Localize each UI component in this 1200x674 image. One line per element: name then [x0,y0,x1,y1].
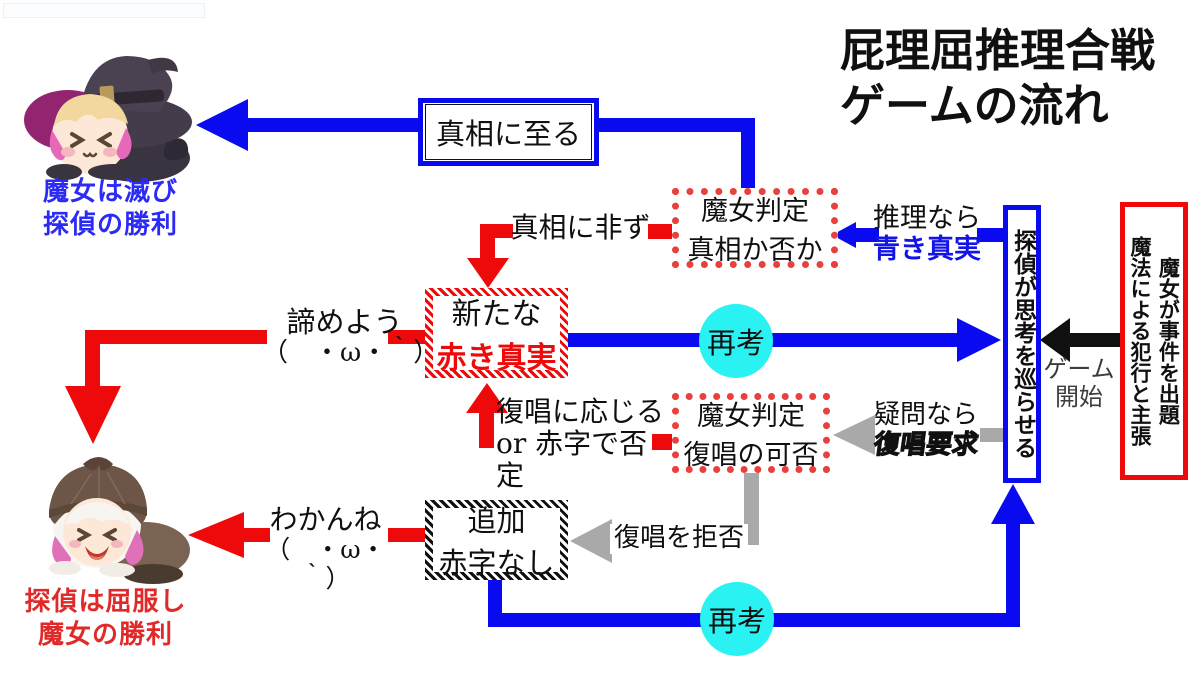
node-judge-truth-line1: 魔女判定 [701,196,809,227]
detective-illustration [25,440,195,592]
arrowhead-to-add-no-red [570,519,612,563]
witch-caption-line1: 魔女は滅び [42,177,178,207]
arrowhead-to-new-red-truth-top [467,258,509,288]
witch-caption: 魔女は滅び 探偵の勝利 [28,176,193,241]
arrowhead-to-detective-side [188,512,244,558]
label-give-up-kaomoji: （ ・ω・｀） [262,338,440,369]
node-new-red-truth-line1: 新たな [451,297,542,332]
witch-svg [24,56,192,182]
node-witch-claims: 魔女が事件を出題 魔法による犯行と主張 [1120,202,1188,480]
edge-bluetruth-shaft [854,228,879,242]
arrowhead-to-witch [196,99,248,151]
node-reach-truth-inner: 真相に至る [425,104,592,160]
arrowhead-to-new-red-truth-bottom [466,383,508,413]
label-game-start: ゲーム 開始 [1040,355,1118,411]
label-refuse: 復唱を拒否 [610,523,748,554]
node-add-no-red-line2: 赤字なし [438,546,555,580]
node-witch-claims-line2: 魔法による犯行と主張 [1128,236,1152,446]
node-new-red-truth-line2: 赤き真実 [436,341,557,376]
edge-accept-rise [479,406,494,448]
node-add-no-red: 追加 赤字なし [425,500,568,580]
edge-nottruth-drop [480,224,495,264]
detective-caption-line1: 探偵は屈服し [24,587,187,617]
arrowhead-to-detective-top [65,386,121,444]
label-give-up: 諦めよう （ ・ω・｀） [262,305,440,369]
edge-rethink-bottom-drop [488,576,502,620]
label-game-start-line1: ゲーム [1043,355,1115,383]
label-give-up-line1: 諦めよう [286,305,403,339]
page-title: 屁理屈推理合戦 ゲームの流れ [840,24,1190,134]
rethink-top-circle: 再考 [699,304,773,378]
edge-truth-vertical-line [741,118,755,192]
top-left-blank-box [3,3,205,18]
node-witch-claims-line1: 魔女が事件を出題 [1156,257,1181,425]
edge-accept-connector [652,434,672,450]
node-judge-truth-line2: 真相か否か [687,235,823,266]
page-title-line1: 屁理屈推理合戦 [840,24,1156,77]
label-dunno-line1: わかんね [269,503,382,536]
arrowhead-to-detective-thinks [1040,318,1070,362]
edge-dunno-shaft [242,528,270,542]
label-blue-truth: 青き真実 [873,234,981,266]
node-judge-repeat-line1: 魔女判定 [697,401,805,432]
detective-caption-line2: 魔女の勝利 [37,619,173,650]
label-reasoning-line1: 推理なら [873,203,981,234]
arrowhead-to-judge-repeat [833,415,875,455]
edge-gamestart-shaft [1068,333,1120,347]
detective-caption: 探偵は屈服し 魔女の勝利 [18,586,193,651]
node-judge-truth: 魔女判定 真相か否か [672,188,838,268]
detective-svg [49,457,190,584]
edge-dunno-connector [388,528,425,542]
label-accept-line1: 復唱に応じる [496,395,665,428]
edge-giveup-left [85,330,267,344]
node-judge-repeat-line2: 復唱の可否 [683,440,819,471]
node-reach-truth: 真相に至る [418,98,599,166]
label-dunno-kaomoji: （ ・ω・｀） [265,535,386,593]
arrowhead-rethink-top [957,318,1001,362]
label-accept: 復唱に応じる or 赤字で否定 [496,395,666,493]
edge-bluetruth-connector [977,228,1003,242]
rethink-bottom-circle: 再考 [700,582,774,656]
label-dunno: わかんね （ ・ω・｀） [258,503,393,594]
witch-caption-line2: 探偵の勝利 [42,209,178,240]
node-new-red-truth: 新たな 赤き真実 [425,288,568,378]
edge-nottruth-connector [648,224,672,239]
label-reasoning: 推理なら 青き真実 [872,203,982,265]
edge-giveup-right [388,330,426,344]
label-question-line1: 疑問なら [873,400,978,430]
edge-giveup-drop [85,330,100,390]
page-title-line2: ゲームの流れ [840,78,1109,132]
label-not-truth: 真相に非ず [510,211,651,244]
witch-illustration [18,30,203,190]
node-judge-repeat: 魔女判定 復唱の可否 [672,393,830,473]
edge-question-connector [980,428,1003,442]
node-detective-thinks: 探偵が思考を巡らせる [1003,205,1041,483]
node-add-no-red-line1: 追加 [467,504,526,538]
label-game-start-line2: 開始 [1055,382,1103,411]
label-repeat-request: 復唱要求 [871,429,981,460]
label-question: 疑問なら 復唱要求 [868,400,984,461]
edge-rethink-bottom-rise [1006,518,1020,620]
arrowhead-rethink-bottom [991,484,1035,524]
label-accept-line2: or 赤字で否定 [496,427,648,493]
